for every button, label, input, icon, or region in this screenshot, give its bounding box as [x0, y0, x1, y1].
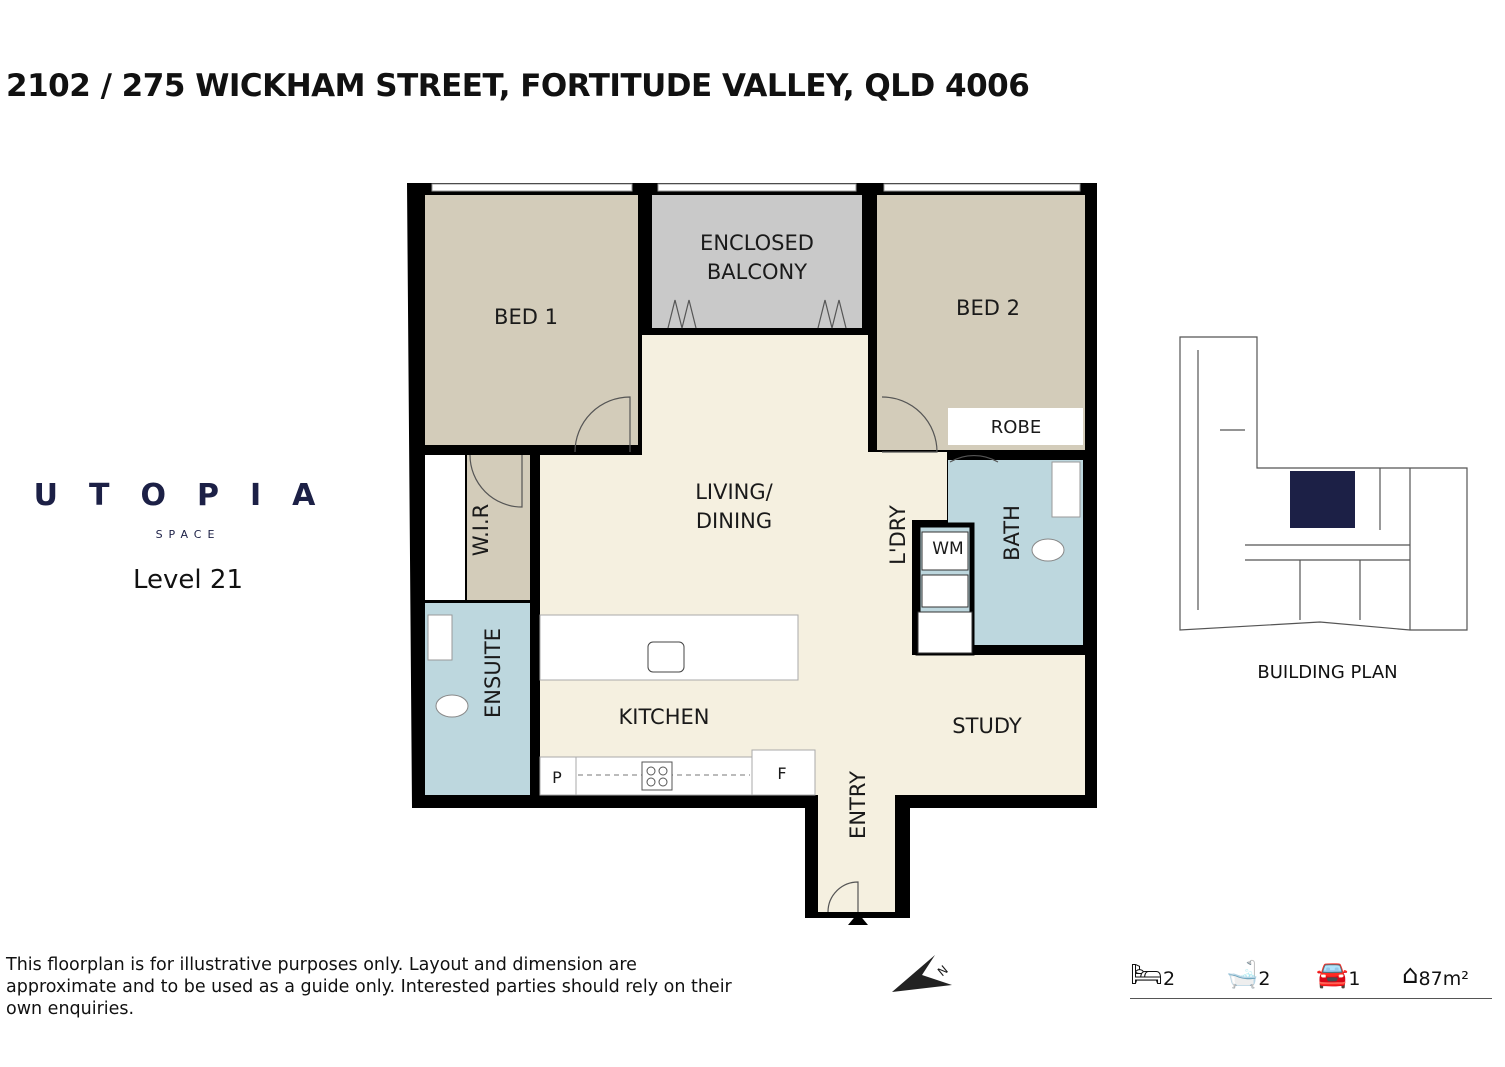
- label-balcony-1: ENCLOSED: [700, 231, 814, 255]
- label-laundry: L'DRY: [886, 505, 910, 565]
- fridge-space: [751, 749, 816, 796]
- area-value: 87m²: [1418, 968, 1469, 990]
- label-kitchen: KITCHEN: [619, 705, 710, 729]
- room-robe: [948, 408, 1083, 445]
- stat-baths: 🛁 2: [1226, 960, 1270, 990]
- label-bed2: BED 2: [956, 296, 1020, 320]
- room-bed1: [425, 195, 638, 445]
- stat-area: ⌂ 87m²: [1402, 960, 1469, 990]
- car-icon: 🚘: [1316, 960, 1349, 990]
- disclaimer: This floorplan is for illustrative purpo…: [6, 955, 732, 1019]
- logo-subtitle: SPACE: [155, 528, 221, 541]
- bath-basin: [1051, 461, 1081, 518]
- label-study: STUDY: [952, 714, 1022, 738]
- label-bed1: BED 1: [494, 305, 558, 329]
- label-wm: WM: [932, 539, 963, 559]
- utopia-logo: UTOPIA: [33, 478, 347, 513]
- beds-count: 2: [1163, 968, 1176, 990]
- room-bed2: [877, 195, 1085, 450]
- north-compass-icon: N: [892, 955, 952, 992]
- label-living-2: DINING: [696, 509, 772, 533]
- entry-arrow-icon: [848, 913, 868, 925]
- laundry-tub: [921, 574, 969, 608]
- label-living-1: LIVING/: [695, 480, 773, 504]
- house-area-icon: ⌂: [1402, 960, 1419, 990]
- label-ensuite: ENSUITE: [481, 628, 505, 718]
- windows: [431, 183, 1081, 192]
- laundry-cupboard: [917, 611, 973, 654]
- ensuite-basin: [427, 614, 453, 661]
- label-balcony-2: BALCONY: [707, 260, 807, 284]
- cooktop-icon: [641, 761, 673, 791]
- baths-count: 2: [1258, 968, 1271, 990]
- label-pantry: P: [552, 768, 562, 787]
- label-robe: ROBE: [991, 417, 1041, 438]
- room-wir: [467, 455, 530, 600]
- svg-text:N: N: [935, 963, 951, 979]
- label-bath: BATH: [1000, 505, 1024, 561]
- property-stats: 🛏 2 🛁 2 🚘 1 ⌂ 87m²: [1130, 958, 1492, 999]
- building-plan: [1179, 336, 1468, 631]
- washing-machine: [921, 531, 969, 571]
- label-wir: W.I.R: [469, 504, 493, 557]
- room-wir-shelf: [425, 455, 465, 600]
- label-fridge: F: [777, 764, 786, 783]
- ensuite-toilet: [435, 694, 469, 718]
- door-swings: [469, 299, 999, 913]
- stat-beds: 🛏 2: [1130, 960, 1175, 990]
- building-plan-label: BUILDING PLAN: [1257, 662, 1398, 683]
- bath-icon: 🛁: [1226, 960, 1259, 990]
- level-label: Level 21: [133, 565, 243, 595]
- stat-cars: 🚘 1: [1316, 960, 1360, 990]
- sink-icon: [647, 641, 685, 673]
- bed-icon: 🛏: [1130, 960, 1164, 990]
- cars-count: 1: [1348, 968, 1361, 990]
- unit-highlight: [1290, 471, 1355, 528]
- label-entry: ENTRY: [846, 771, 870, 839]
- bath-toilet: [1031, 538, 1065, 562]
- property-address: 2102 / 275 WICKHAM STREET, FORTITUDE VAL…: [6, 68, 1030, 104]
